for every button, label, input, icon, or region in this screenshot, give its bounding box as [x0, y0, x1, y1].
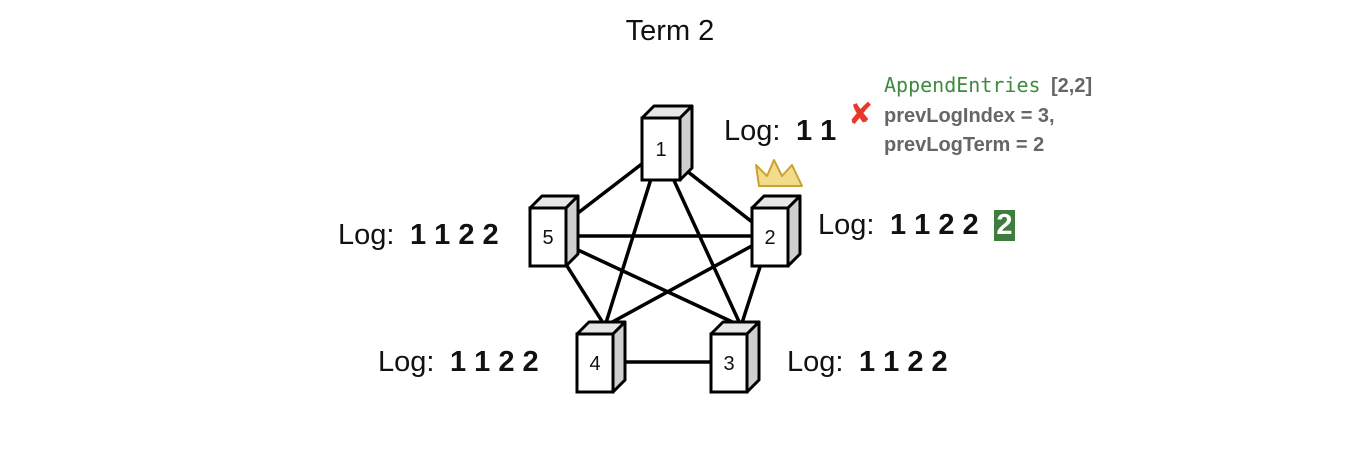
server-id: 5 [542, 227, 553, 249]
log-node-4: Log: 1 1 2 2 [378, 346, 539, 378]
log-prefix: Log: [338, 219, 394, 251]
term-title: Term 2 [626, 15, 715, 47]
server-side-face [564, 194, 580, 268]
message-prev-log-index: prevLogIndex = 3, [884, 105, 1055, 127]
log-prefix: Log: [787, 346, 843, 378]
server-5: 5 [528, 194, 580, 268]
server-3: 3 [709, 320, 761, 394]
log-node-2: Log: 1 1 2 2 2 [818, 209, 1015, 241]
leader-crown-icon [755, 159, 803, 187]
message-prev-log-term: prevLogTerm = 2 [884, 134, 1044, 156]
message-header: AppendEntries [2,2] [884, 73, 1092, 97]
server-4: 4 [575, 320, 627, 394]
log-node-5: Log: 1 1 2 2 [338, 219, 499, 251]
server-2: 2 [750, 194, 802, 268]
servers: 1 2 3 4 5 [528, 104, 802, 394]
server-side-face [678, 104, 694, 182]
server-side-face [786, 194, 802, 268]
new-entry-highlight [994, 210, 1015, 241]
log-entries: 1 1 2 2 [410, 219, 499, 251]
server-front-face [575, 332, 615, 394]
server-front-face [640, 116, 682, 182]
new-log-entry: 2 [996, 209, 1012, 241]
server-front-face [528, 206, 568, 268]
connection-3-5 [547, 234, 742, 328]
reject-x-icon: ✘ [848, 98, 873, 131]
log-prefix: Log: [724, 115, 780, 147]
log-entries: 1 1 2 2 [859, 346, 948, 378]
server-id: 3 [723, 353, 734, 375]
log-entries: 1 1 2 2 [450, 346, 539, 378]
append-entries-message: ✘ AppendEntries [2,2] prevLogIndex = 3, … [848, 73, 1092, 156]
server-id: 2 [764, 227, 775, 249]
message-args: [2,2] [1051, 75, 1092, 97]
log-entries: 1 1 2 2 [890, 209, 979, 241]
server-side-face [745, 320, 761, 394]
log-prefix: Log: [378, 346, 434, 378]
log-entries: 1 1 [796, 115, 836, 147]
connection-2-4 [604, 234, 771, 328]
log-node-3: Log: 1 1 2 2 [787, 346, 948, 378]
server-1: 1 [640, 104, 694, 182]
server-front-face [750, 206, 790, 268]
server-side-face [611, 320, 627, 394]
log-node-1: Log: 1 1 [724, 115, 836, 147]
message-name: AppendEntries [884, 73, 1041, 97]
server-id: 1 [655, 139, 666, 161]
server-id: 4 [589, 353, 600, 375]
log-prefix: Log: [818, 209, 874, 241]
server-front-face [709, 332, 749, 394]
